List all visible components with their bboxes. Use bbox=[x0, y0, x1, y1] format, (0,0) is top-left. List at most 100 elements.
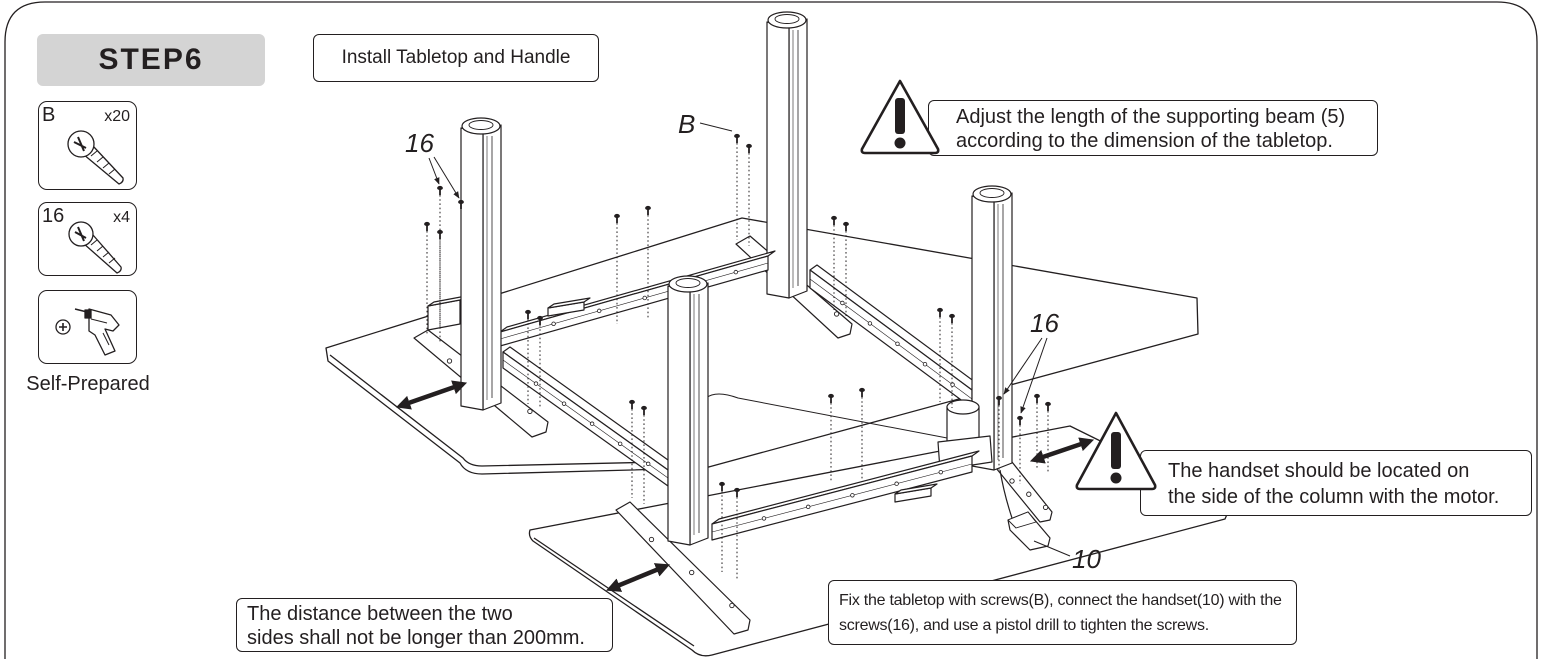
beam-center-line bbox=[499, 262, 769, 340]
mounting-hole bbox=[527, 408, 533, 415]
screw bbox=[458, 199, 464, 342]
mounting-hole bbox=[1009, 478, 1015, 484]
screw bbox=[1045, 401, 1051, 474]
beam-hole bbox=[938, 469, 943, 475]
part-box-screw-b: B x20 bbox=[38, 101, 137, 190]
screw-head bbox=[645, 205, 651, 211]
beam-hole bbox=[561, 401, 567, 406]
double-arrow-right bbox=[1029, 437, 1095, 464]
beam-hole bbox=[642, 295, 647, 301]
screw bbox=[859, 387, 865, 480]
beam-hole bbox=[646, 461, 651, 467]
mounting-hole bbox=[648, 536, 655, 543]
screw-head bbox=[458, 199, 464, 205]
double-arrow-left bbox=[395, 380, 468, 410]
leader-line bbox=[433, 156, 460, 199]
screw bbox=[1017, 415, 1023, 484]
lifting-column-left bbox=[460, 117, 502, 411]
screw-head bbox=[437, 185, 443, 191]
screw-head bbox=[1017, 415, 1023, 421]
note-side-distance: The distance between the two sides shall… bbox=[236, 598, 613, 652]
leader-line bbox=[428, 157, 440, 185]
mounting-hole bbox=[833, 311, 840, 317]
lifting-column-front bbox=[667, 275, 709, 546]
mounting-bracket-front bbox=[615, 501, 751, 635]
screw-head bbox=[843, 221, 849, 227]
beam-hole bbox=[551, 321, 556, 326]
step-title: Install Tabletop and Handle bbox=[313, 34, 599, 82]
note-text-line: sides shall not be longer than 200mm. bbox=[247, 627, 585, 649]
screw bbox=[828, 393, 834, 482]
screw-head bbox=[734, 487, 740, 493]
warning-text-line: Adjust the length of the supporting beam… bbox=[956, 106, 1346, 128]
screw bbox=[843, 221, 849, 316]
leader-line bbox=[1033, 540, 1071, 557]
beam-hole bbox=[895, 341, 900, 346]
motor bbox=[937, 399, 993, 471]
column-front-face bbox=[460, 127, 484, 411]
beam-hole bbox=[806, 504, 811, 510]
beam-center-line bbox=[502, 359, 669, 479]
screw bbox=[949, 313, 955, 408]
screw-head bbox=[831, 215, 837, 221]
part-code: B bbox=[42, 104, 56, 126]
mounting-hole bbox=[1026, 491, 1032, 497]
screw-head bbox=[937, 307, 943, 313]
screw bbox=[996, 395, 1002, 470]
screw-head bbox=[614, 213, 620, 219]
leader-line bbox=[1020, 337, 1048, 414]
control-box-front bbox=[894, 483, 938, 503]
handset-cable bbox=[999, 469, 1013, 519]
beam-hole bbox=[617, 441, 623, 446]
warning-note-beam: Adjust the length of the supporting beam… bbox=[928, 100, 1378, 156]
beam-hole bbox=[950, 382, 955, 387]
screw bbox=[537, 315, 543, 408]
screw bbox=[937, 307, 943, 402]
beam-hole bbox=[733, 269, 739, 275]
part-quantity: x4 bbox=[113, 209, 130, 226]
mounting-hole bbox=[689, 569, 695, 576]
screw-head bbox=[1045, 401, 1051, 407]
part-code: 16 bbox=[42, 205, 65, 227]
leader-line bbox=[699, 122, 733, 132]
screw bbox=[746, 143, 752, 246]
beam-hole bbox=[894, 481, 899, 486]
double-arrow-front bbox=[606, 563, 670, 592]
mounting-plate bbox=[615, 501, 751, 635]
motor-top bbox=[946, 399, 980, 415]
beam-hole bbox=[596, 308, 602, 314]
beam-center-line bbox=[711, 463, 973, 533]
callout-screw-16-left: 16 bbox=[405, 128, 434, 158]
screw-head bbox=[525, 309, 531, 315]
beam-hole bbox=[867, 321, 873, 326]
screw bbox=[719, 481, 725, 572]
screw bbox=[614, 213, 620, 324]
column-end-cap-inner bbox=[774, 14, 800, 24]
beam-hole bbox=[589, 421, 595, 426]
control-box-rear bbox=[547, 297, 591, 317]
column-end-cap-inner bbox=[979, 188, 1005, 198]
screw-head bbox=[734, 133, 740, 139]
warning-icon bbox=[860, 79, 940, 155]
screw bbox=[525, 309, 531, 404]
leader-line bbox=[1003, 337, 1043, 395]
side-beam-right bbox=[809, 264, 980, 409]
screw bbox=[437, 229, 443, 342]
screw bbox=[645, 205, 651, 318]
warning-text-line: The handset should be located on bbox=[1168, 460, 1470, 482]
tool-caption: Self-Prepared bbox=[26, 373, 150, 395]
mounting-hole bbox=[729, 602, 735, 609]
beam-hole bbox=[533, 381, 539, 386]
screw bbox=[641, 405, 647, 504]
screw-head bbox=[949, 313, 955, 319]
column-front-face bbox=[766, 21, 790, 299]
screw bbox=[734, 487, 740, 580]
beam-hole bbox=[761, 516, 767, 521]
screw-head bbox=[424, 221, 430, 227]
handset bbox=[999, 469, 1051, 551]
screw-head bbox=[828, 393, 834, 399]
lifting-column-back bbox=[766, 11, 808, 299]
part-box-screw-16: 16 x4 bbox=[38, 202, 137, 276]
column-end-cap-inner bbox=[675, 278, 701, 288]
